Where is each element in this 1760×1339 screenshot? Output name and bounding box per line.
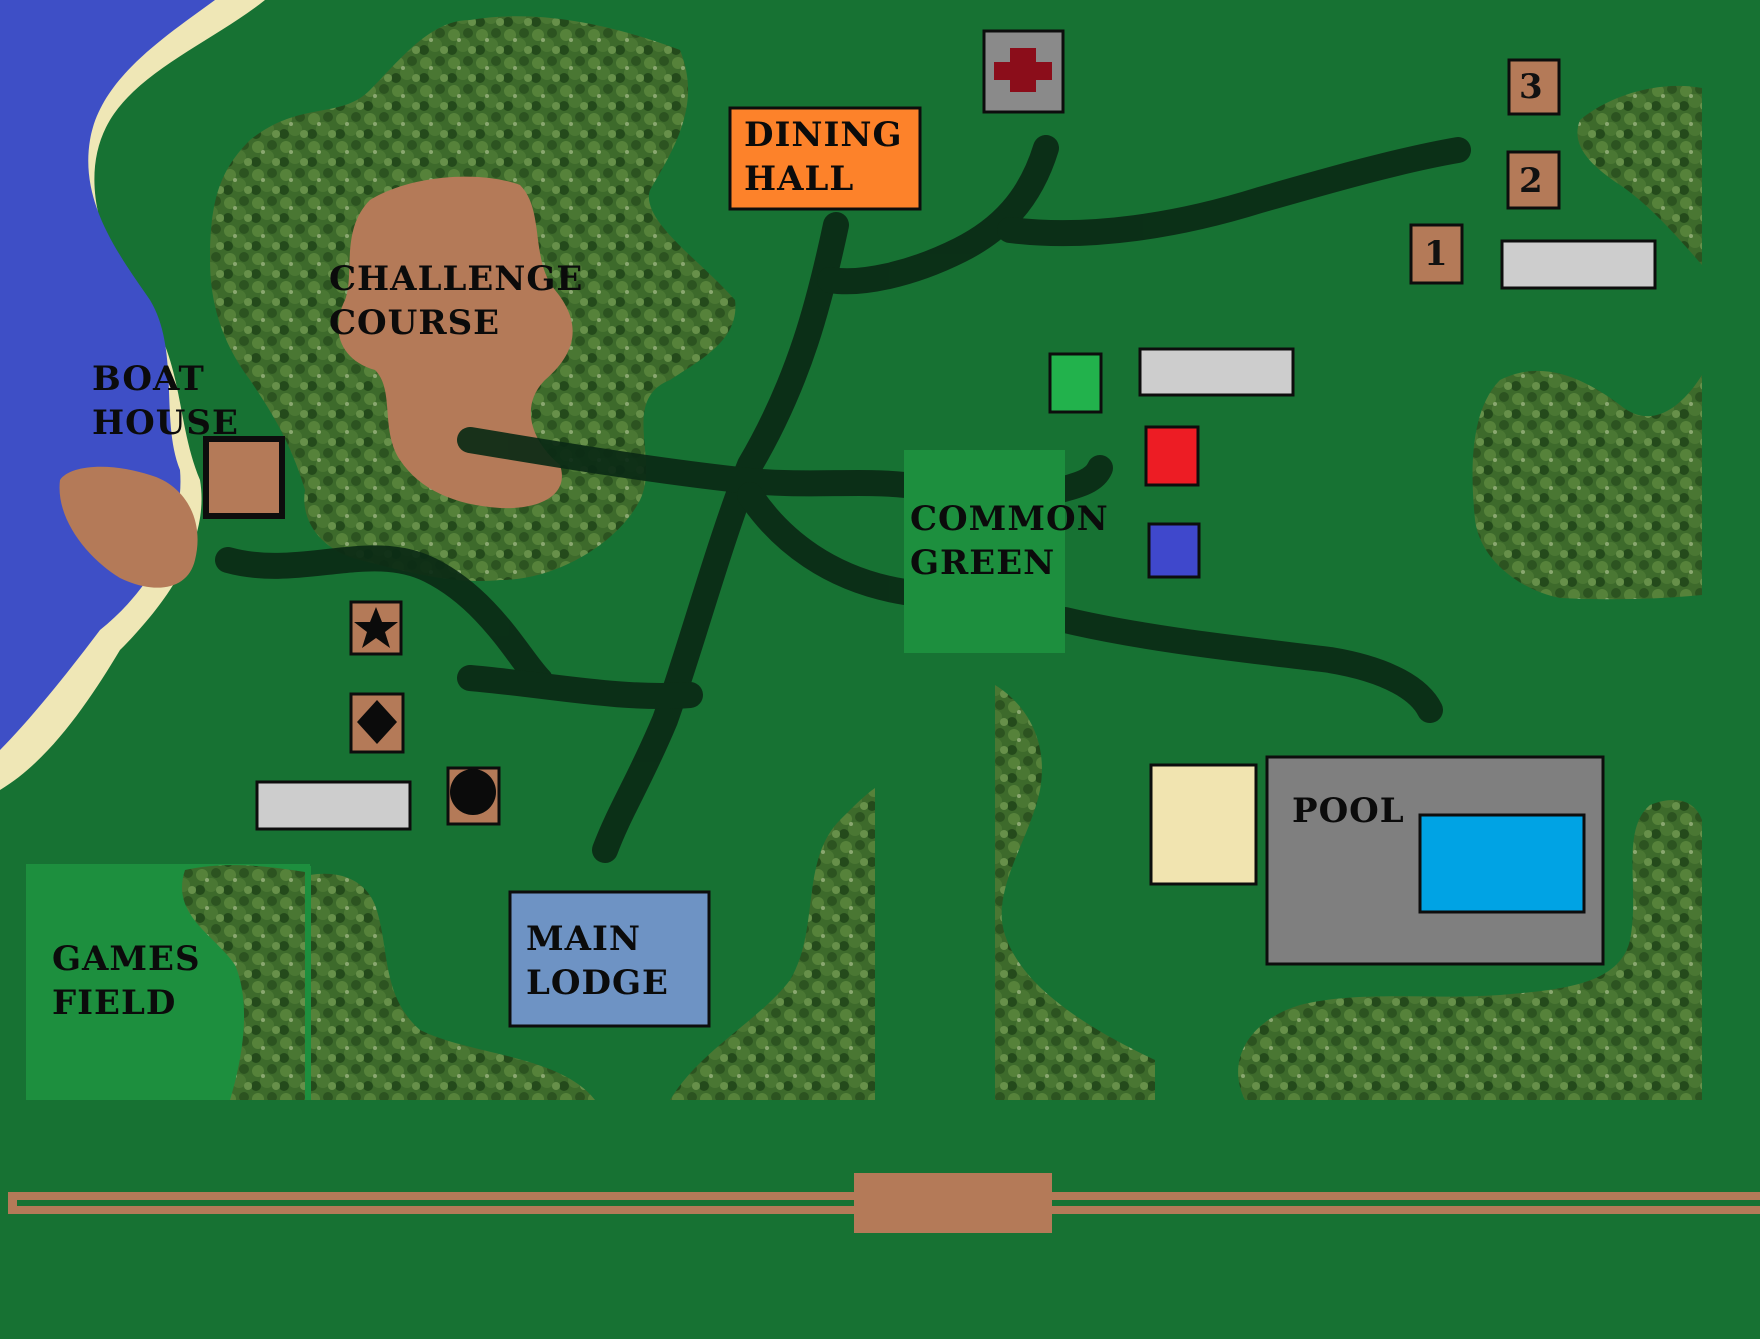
- forest-east: [1472, 370, 1702, 600]
- trail-cabins: [997, 137, 1471, 247]
- trail-center-to-green: [737, 482, 918, 605]
- forest-southwest-2: [310, 873, 595, 1100]
- forest-northeast: [1577, 85, 1702, 266]
- green-marker[interactable]: [1048, 352, 1103, 414]
- boat-house[interactable]: [203, 436, 285, 519]
- forest-southeast: [1238, 800, 1702, 1100]
- cabin-2[interactable]: [1506, 150, 1561, 210]
- first-aid-cross-icon: [994, 48, 1052, 92]
- trail-green-to-pool: [1052, 607, 1443, 723]
- games-field-forest-edge: [181, 865, 305, 1100]
- boat-house-label-line1: BOAT: [92, 359, 205, 399]
- diamond-icon: [357, 700, 397, 744]
- cabin-3[interactable]: [1507, 58, 1561, 116]
- main-lodge-label-line1: MAIN: [526, 919, 641, 959]
- common-green[interactable]: [904, 450, 1065, 653]
- main-lodge-label-line2: LODGE: [526, 963, 669, 1003]
- trail-boathouse-to-lodge: [215, 545, 553, 693]
- forest-center-south-left: [670, 788, 875, 1100]
- cabin-1[interactable]: [1409, 223, 1464, 285]
- cabin-3-number: 3: [1519, 67, 1543, 107]
- pool-house[interactable]: [1149, 763, 1258, 886]
- forest-center-south-right: [995, 685, 1155, 1100]
- pool-label: POOL: [1292, 791, 1405, 831]
- red-marker[interactable]: [1144, 425, 1200, 487]
- trail-dining-to-lodge: [592, 212, 849, 863]
- boat-dock: [59, 466, 198, 588]
- blue-marker[interactable]: [1147, 522, 1201, 579]
- entrance-gate[interactable]: [854, 1173, 1052, 1233]
- dining-hall-label-line2: HALL: [744, 159, 854, 199]
- main-lodge[interactable]: [508, 890, 711, 1028]
- star-icon: [354, 607, 398, 648]
- gray-bar-north[interactable]: [1138, 347, 1295, 397]
- pool-water[interactable]: [1418, 813, 1586, 914]
- common-green-label-line2: GREEN: [910, 543, 1055, 583]
- circle-icon: [450, 769, 496, 815]
- dining-hall[interactable]: [728, 106, 922, 211]
- cabin-1-number: 1: [1424, 234, 1448, 274]
- games-field-label-line2: FIELD: [52, 983, 176, 1023]
- challenge-course-clearing: [338, 176, 573, 509]
- gray-bar-west[interactable]: [255, 780, 412, 831]
- trail-lodge-cross: [457, 665, 703, 709]
- trail-firstaid-to-cabins: [817, 135, 1059, 295]
- challenge-course-label-line1: CHALLENGE: [329, 259, 583, 299]
- trail-challenge-to-center: [457, 427, 918, 498]
- cabin-bar-northeast[interactable]: [1500, 239, 1657, 290]
- lake: [0, 0, 215, 750]
- games-field-label-line1: GAMES: [52, 939, 201, 979]
- cabin-2-number: 2: [1519, 161, 1543, 201]
- dining-hall-label-line1: DINING: [744, 115, 903, 155]
- common-green-label-line1: COMMON: [910, 499, 1109, 539]
- challenge-course-label-line2: COURSE: [329, 303, 500, 343]
- trails: [215, 135, 1471, 863]
